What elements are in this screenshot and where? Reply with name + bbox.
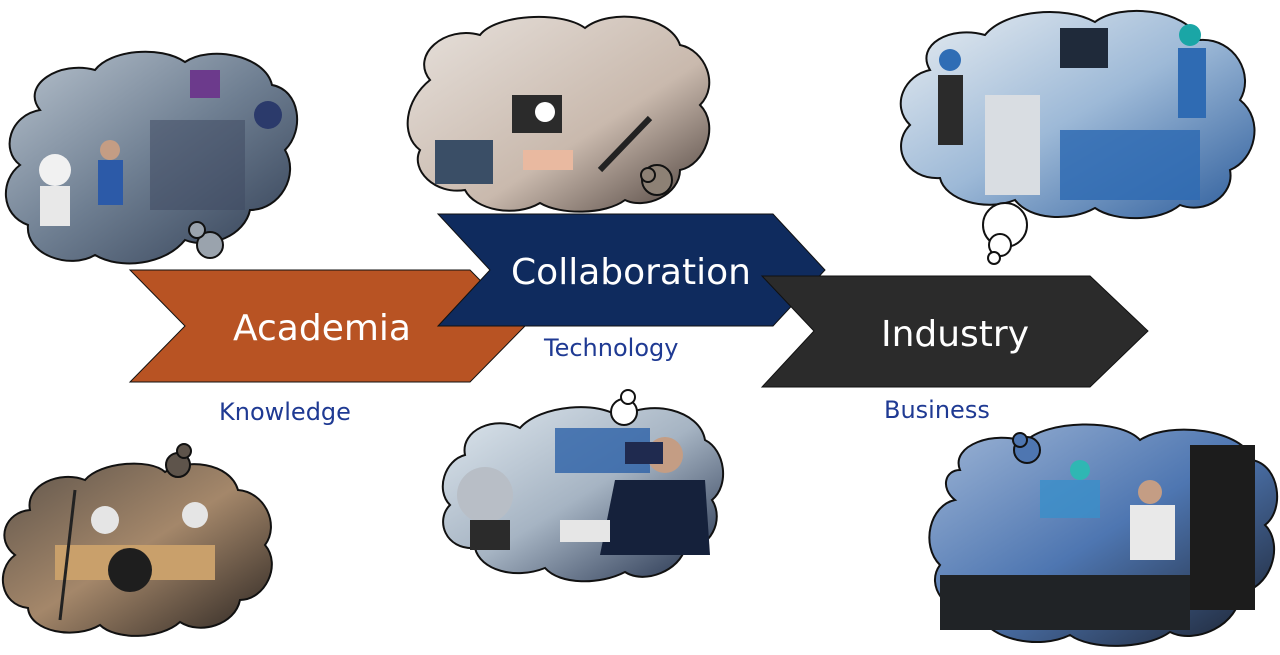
vr-car-simulation-photo: [928, 423, 1279, 647]
expo-thought-bubble-large: [196, 231, 224, 259]
surgical-room-photo: [899, 9, 1256, 220]
academia-arrow: [128, 269, 526, 383]
surgery-thought-bubble-small: [987, 251, 1001, 265]
lab-thought-bubble-small: [640, 167, 656, 183]
robot-lab-photo: [406, 15, 711, 213]
vr-teleoperation-photo: [441, 406, 725, 583]
academia-label: Academia: [233, 308, 411, 349]
collaboration-arrow: [436, 213, 826, 327]
knowledge-label: Knowledge: [219, 398, 351, 426]
industry-arrow: [760, 275, 1149, 388]
industry-label: Industry: [881, 314, 1029, 355]
business-label: Business: [884, 396, 990, 424]
expo-hall-robot-photo: [5, 50, 299, 265]
collaboration-label: Collaboration: [511, 252, 751, 293]
expo-thought-bubble-small: [188, 221, 206, 239]
vr-thought-bubble-small: [620, 389, 636, 405]
robot-rig-photo: [1, 462, 273, 637]
technology-label: Technology: [544, 334, 679, 362]
car-thought-bubble-small: [1012, 432, 1028, 448]
rig-thought-bubble-small: [176, 443, 192, 459]
